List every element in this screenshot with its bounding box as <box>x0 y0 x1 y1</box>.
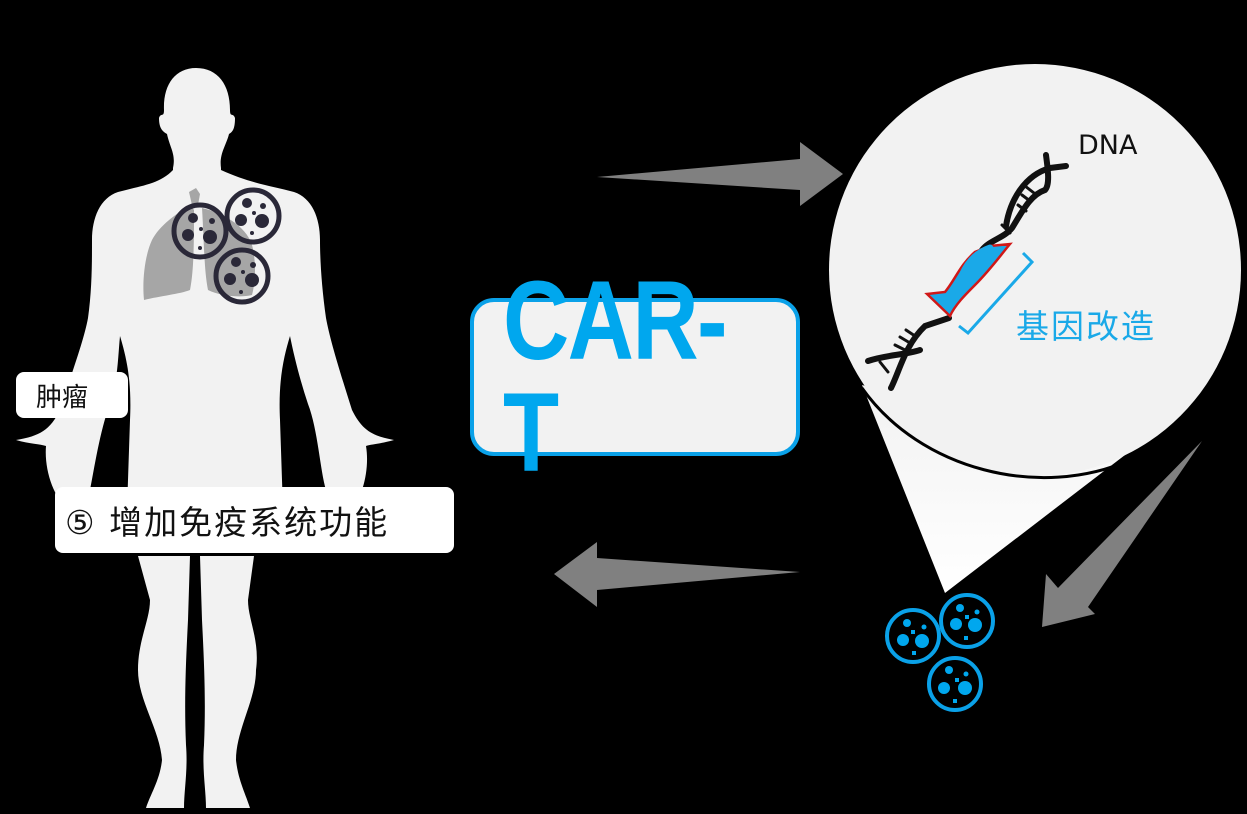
dna-label: DNA <box>1078 130 1138 161</box>
tumor-cell <box>171 202 229 260</box>
magnifier-circle <box>829 64 1241 476</box>
arrow-down-left-icon <box>1042 441 1202 627</box>
immune-step-label: ⑤ 增加免疫系统功能 <box>55 487 454 553</box>
dna-helix-icon <box>865 152 1069 391</box>
car-t-box: CAR-T <box>470 265 800 489</box>
tumor-label-text: 肿瘤 <box>36 382 89 413</box>
car-t-title: CAR-T <box>502 258 728 495</box>
tumor-cell <box>213 247 271 305</box>
gene-bracket-icon <box>958 251 1035 336</box>
immune-step-text: ⑤ 增加免疫系统功能 <box>65 503 390 542</box>
car-t-cells <box>885 593 995 712</box>
car-t-cell <box>927 656 983 712</box>
gene-modification-label: 基因改造 <box>1016 307 1156 346</box>
car-t-cell <box>885 608 941 664</box>
tumor-cell <box>224 187 282 245</box>
car-t-cell <box>939 593 995 649</box>
arrow-right-icon <box>597 142 843 206</box>
magnifier-rim <box>860 387 1131 480</box>
arrow-left-icon <box>554 542 800 607</box>
body-silhouette <box>16 68 394 808</box>
tumor-label: 肿瘤 <box>16 372 128 418</box>
tumor-cells <box>171 187 282 305</box>
